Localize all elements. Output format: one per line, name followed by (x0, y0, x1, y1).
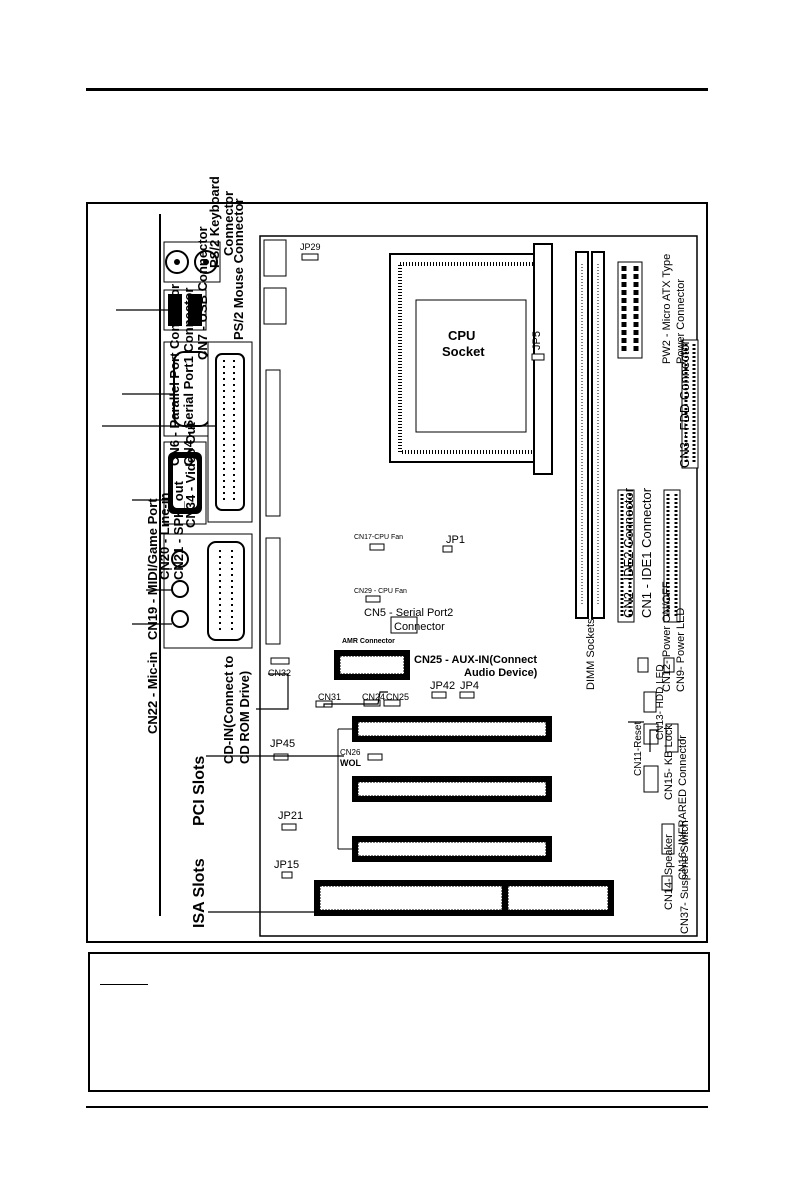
small-headers (270, 253, 545, 879)
label-cn7: CN7 - USB Connector (195, 226, 210, 360)
video-out-connector (163, 441, 207, 525)
label-cn17: CN17-CPU Fan (354, 534, 404, 541)
label-cn5-1: CN5 - Serial Port2 (364, 607, 454, 619)
pw2-power-connector (617, 261, 643, 359)
label-socket: Socket (442, 344, 485, 359)
label-cn25-small: CN25 (386, 692, 410, 702)
label-pci-slots: PCI Slots (191, 755, 208, 826)
board-usb-header (263, 287, 287, 325)
amr-connector (334, 650, 410, 680)
game-port-audio (163, 533, 253, 649)
label-jp21: JP21 (278, 810, 304, 822)
leader-lines (102, 309, 684, 913)
label-cn29: CN29 - CPU Fan (354, 588, 407, 595)
footer-rule (86, 1106, 708, 1108)
label-cdin-2: CD ROM Drive) (237, 670, 252, 764)
label-amr: AMR Connector (342, 638, 395, 645)
label-jp4: JP4 (460, 680, 479, 692)
board-outline (259, 235, 698, 937)
label-cn3: CN3 - FDD Connector (677, 340, 692, 468)
label-cn14: CN14- Speaker (663, 834, 675, 910)
label-cn22: CN22 - Mic-in (145, 651, 160, 734)
label-jp5: JP5 (531, 331, 543, 350)
ide-connectors (617, 489, 681, 623)
board-ps2-header (263, 239, 287, 277)
cpu-socket (389, 243, 553, 475)
isa-slots (314, 880, 614, 916)
motherboard-diagram-frame: PS/2 Keyboard Connector PS/2 Mouse Conne… (86, 176, 708, 943)
label-cn6: CN6 - Parallel Port Connector (167, 283, 182, 466)
label-jp42: JP42 (430, 680, 456, 692)
label-pw2-1: PW2 - Micro ATX Type (661, 253, 673, 364)
label-cn32: CN32 (268, 668, 292, 678)
label-cn24: CN24 (362, 692, 386, 702)
label-ps2-mouse: PS/2 Mouse Connector (231, 198, 246, 340)
header-rule (86, 88, 708, 91)
label-jp1: JP1 (446, 534, 465, 546)
parallel-port-connector (207, 341, 253, 523)
dimm-sockets (575, 251, 605, 619)
label-cn5-2: Connector (394, 621, 445, 633)
label-cn26: CN26 (340, 748, 361, 757)
label-cn11: CN11-Reset (633, 721, 644, 776)
ps2-connectors (163, 241, 221, 283)
label-isa-slots: ISA Slots (191, 858, 208, 928)
fdd-connector (681, 339, 699, 469)
label-cn2: CN2 - IDE2 Connector (621, 487, 636, 618)
note-box (88, 952, 710, 1092)
label-cn15: CN15- KB Lock (663, 724, 675, 800)
label-cn20: CN20 - Line-in (157, 492, 172, 580)
label-jp45: JP45 (270, 738, 296, 750)
label-cn21: CN21 - SPK_out (171, 481, 186, 580)
label-cn25-2: Audio Device) (464, 667, 538, 679)
label-cn9: CN9- Power LED (675, 607, 687, 692)
note-heading-rule (100, 974, 148, 985)
game-header (265, 537, 281, 645)
pci-slots (337, 716, 552, 862)
label-cn1: CN1 - IDE1 Connector (639, 487, 654, 618)
label-cn37: CN37- Suspend Switch (679, 820, 691, 934)
label-cpu: CPU (448, 328, 476, 343)
label-cn25-1: CN25 - AUX-IN(Connect (414, 654, 538, 666)
label-cn31: CN31 (318, 692, 342, 702)
front-panel-headers (637, 657, 679, 891)
label-wol: WOL (340, 758, 361, 768)
label-dimm: DIMM Sockets (585, 618, 597, 690)
label-jp15: JP15 (274, 859, 300, 871)
label-jp29: JP29 (300, 242, 321, 252)
parallel-header (265, 369, 281, 517)
label-cdin-1: CD-IN(Connect to (221, 655, 236, 764)
board-drawing (102, 214, 699, 937)
